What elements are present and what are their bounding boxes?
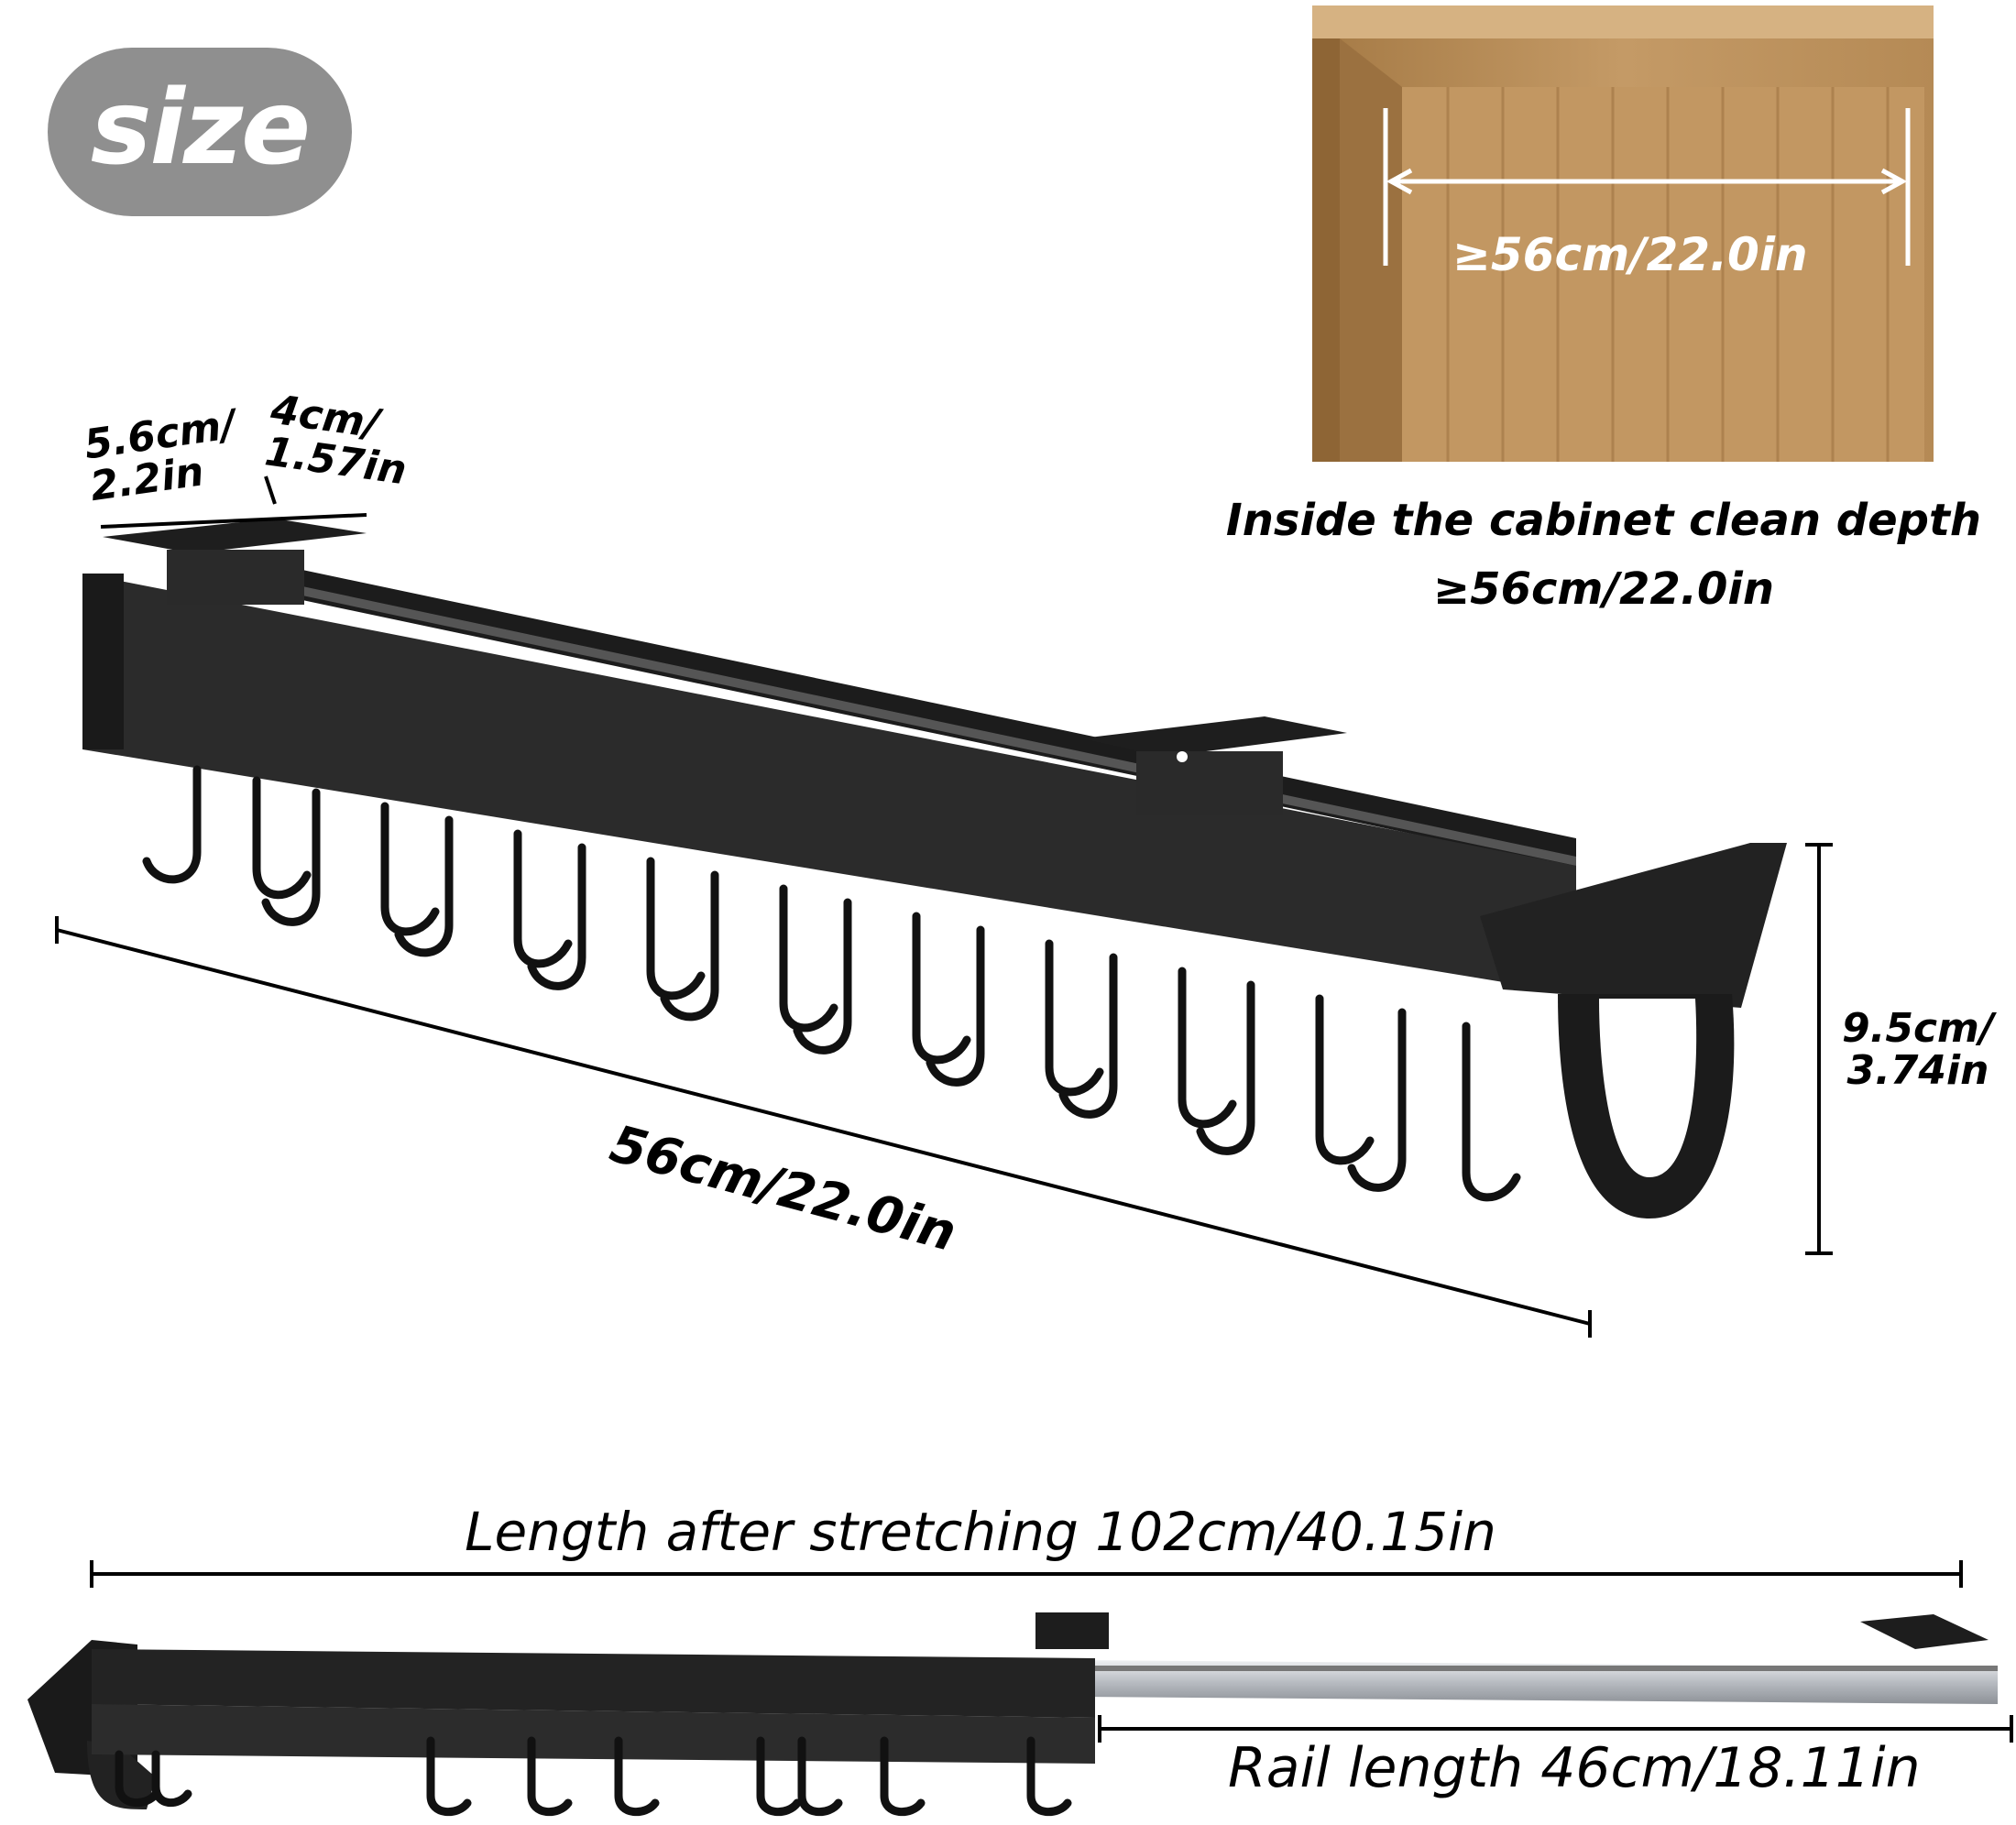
rail-length-label: Rail length 46cm/18.11in: [1228, 1736, 1921, 1800]
hook-icon: [1315, 994, 1375, 1165]
size-badge-label: size: [90, 69, 311, 188]
hook-icon: [513, 829, 573, 968]
closed-rack: [82, 519, 1787, 1218]
cabinet-photo: [1312, 5, 1934, 462]
hook-icon: [793, 898, 852, 1055]
hook-icon: [142, 765, 202, 884]
hook-icon: [380, 802, 440, 936]
hook-icon: [1178, 967, 1237, 1129]
hook-icon: [1045, 939, 1104, 1097]
hook-icon: [912, 912, 971, 1065]
mounting-bracket-icon: [1081, 702, 1347, 815]
hook-icon: [1462, 1022, 1521, 1202]
hook-icon: [614, 1736, 660, 1817]
size-badge: size: [48, 48, 352, 216]
hook-icon: [779, 884, 838, 1033]
hook-icon: [926, 925, 985, 1087]
hook-icon: [756, 1736, 802, 1817]
hook-icon: [252, 776, 312, 900]
hook-icon: [115, 1750, 160, 1808]
cabinet-caption-line2: ≥56cm/22.0in: [1432, 563, 1775, 615]
rack-height-label: 9.5cm/ 3.74in: [1842, 1005, 1994, 1095]
hook-icon: [394, 815, 454, 957]
hook-icon: [1058, 953, 1118, 1119]
hook-icon: [261, 788, 321, 926]
hook-icon: [1196, 980, 1255, 1155]
hook-icon: [797, 1736, 843, 1817]
hook-icon: [1347, 1008, 1407, 1192]
cabinet-photo-measure: ≥56cm/22.0in: [1452, 228, 1808, 281]
hook-icon: [151, 1750, 192, 1808]
mounting-bracket-icon: [103, 519, 367, 605]
cabinet-depth-arrow: [1383, 108, 1911, 266]
rail-dimension-line: [1098, 1715, 2013, 1743]
stretch-length-label: Length after stretching 102cm/40.15in: [465, 1501, 1496, 1563]
hook-icon: [527, 1736, 573, 1817]
hook-icon: [646, 857, 706, 1000]
hook-icon: [527, 843, 586, 990]
handle-icon: [1480, 843, 1787, 1218]
hooks: [142, 765, 1521, 1202]
cabinet-caption-line1: Inside the cabinet clean depth: [1225, 495, 1982, 546]
extended-rack: [27, 1560, 2013, 1817]
hook-icon: [426, 1736, 472, 1817]
hook-icon: [660, 870, 719, 1022]
hook-icon: [880, 1736, 926, 1817]
hook-icon: [1026, 1736, 1072, 1817]
stretch-dimension-line: [90, 1560, 1963, 1588]
rack-dimension-lines: [55, 475, 1833, 1338]
